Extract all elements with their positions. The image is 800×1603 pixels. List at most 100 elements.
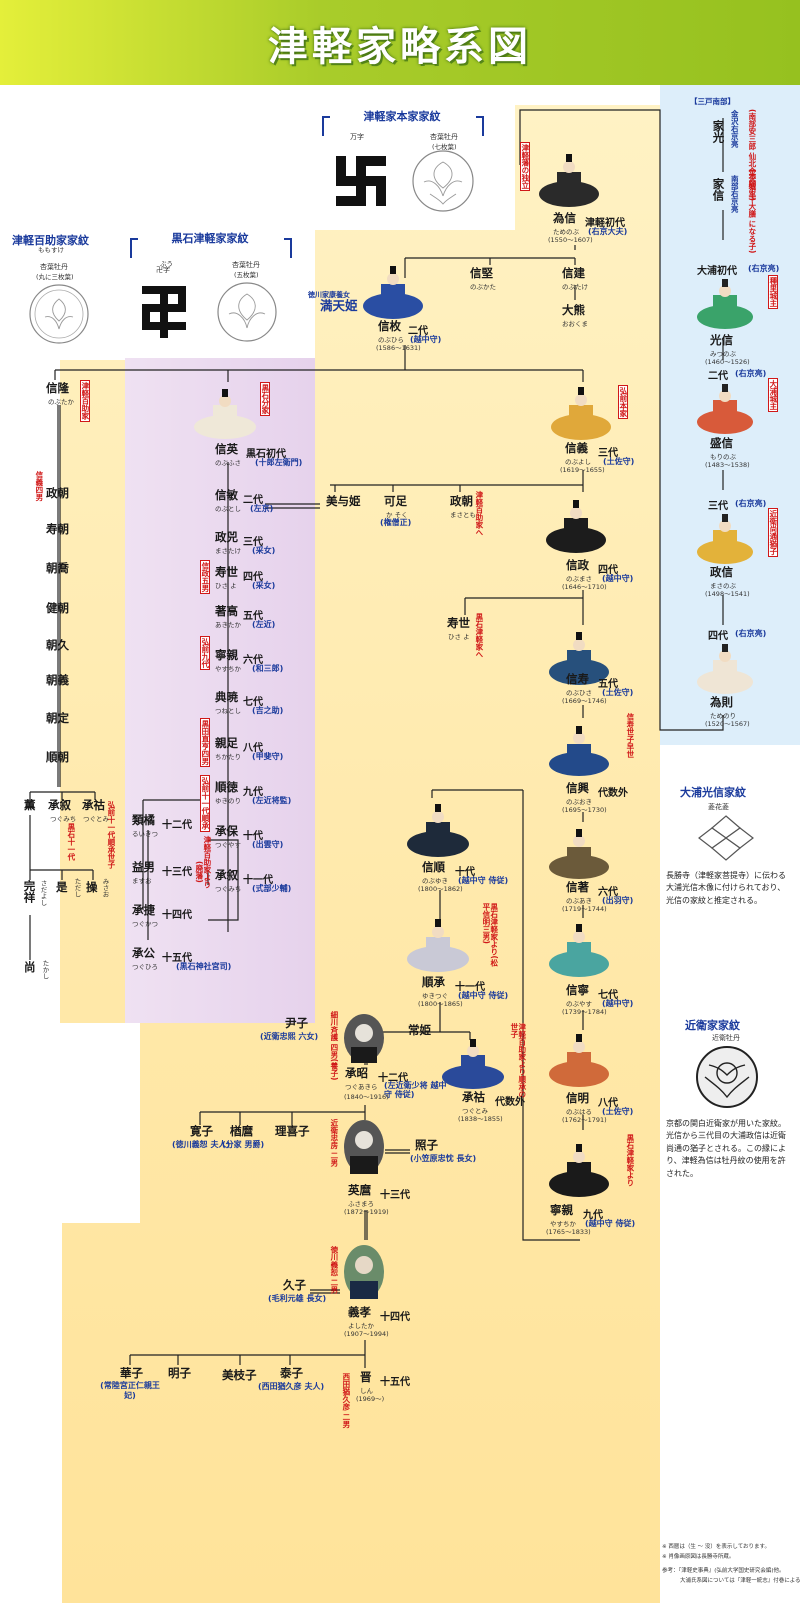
yasuchika-years: (1765～1833) bbox=[546, 1228, 591, 1236]
kuroishi-15-title: (黒石神社宮司) bbox=[176, 962, 232, 971]
hiroko-title: (徳川義恕 夫人) bbox=[172, 1140, 231, 1149]
kuroishi-9-reading: ゆきのり bbox=[215, 797, 241, 805]
hyakusuke-5-name: 健朝 bbox=[46, 601, 69, 615]
tsugutomi-gen: 代数外 bbox=[495, 1097, 525, 1108]
hyakusuke-11-note: 黒石十一代 bbox=[66, 823, 76, 861]
ienobu-title: 南部右京亮 bbox=[730, 175, 740, 213]
mantenhime-title: 徳川家康養女 bbox=[308, 291, 350, 299]
hyakusuke-reading: ももすけ bbox=[38, 246, 64, 254]
tsugutomi-name: 承祜 bbox=[462, 1090, 485, 1104]
oura-1-years: (1460～1526) bbox=[705, 358, 750, 366]
nobuhisa-reading: のぶひさ bbox=[566, 689, 592, 697]
bracket-right bbox=[476, 116, 484, 136]
hyakusuke-7-name: 朝義 bbox=[46, 673, 69, 687]
kuroishi-9-note: 弘前十一代順承 bbox=[200, 775, 210, 832]
kuroishi-11-gen: 十一代 bbox=[243, 875, 273, 886]
bu-label: 卍字 bbox=[156, 266, 170, 274]
nobuhisa-title: (土佐守) bbox=[602, 688, 634, 697]
nobuyuki-name: 信順 bbox=[422, 860, 445, 874]
kuroishi-7-gen: 七代 bbox=[243, 697, 263, 708]
kuroishi-12-reading: るいきつ bbox=[132, 830, 158, 838]
oura-3-name: 政信 bbox=[710, 565, 733, 579]
nobuhira-years: (1586～1631) bbox=[376, 344, 421, 352]
nobuyuki-title: (越中守 侍従) bbox=[458, 876, 509, 885]
kuroishi-8-name: 親足 bbox=[215, 736, 238, 750]
nobuharu-name: 信明 bbox=[566, 1091, 589, 1105]
honke-crest-heading: 津軽家本家家紋 bbox=[363, 110, 441, 123]
bracket-left-2 bbox=[130, 238, 138, 258]
oura-4-years: (1520～1567) bbox=[705, 720, 750, 728]
kuroishi-background bbox=[125, 358, 315, 1023]
yukitsugu-name: 順承 bbox=[422, 975, 445, 989]
kuroishi-5-gen: 五代 bbox=[243, 611, 263, 622]
kuroishi-4-gen: 四代 bbox=[243, 572, 263, 583]
hyakusuke-14-name: 是 bbox=[56, 880, 68, 894]
oura-4-title: (右京亮) bbox=[735, 629, 767, 638]
hyakusuke-3-name: 寿朝 bbox=[46, 522, 69, 536]
nobuyasu-years: (1739～1784) bbox=[562, 1008, 607, 1016]
nobuharu-years: (1762～1791) bbox=[562, 1116, 607, 1124]
kuroishi-11-title: (式部少輔) bbox=[252, 884, 292, 893]
nobuyoshi-portrait-icon bbox=[551, 387, 611, 440]
nobuyoshi-title: (土佐守) bbox=[603, 457, 635, 466]
teruko-title: (小笠原忠忱 長女) bbox=[410, 1154, 477, 1163]
oura-2-name: 盛信 bbox=[710, 436, 733, 450]
oura-4-name: 為則 bbox=[710, 695, 733, 709]
nobukata-name: 信堅 bbox=[470, 266, 493, 280]
note-2: ※ 肖像画原図は長勝寺所蔵。 bbox=[662, 1554, 735, 1560]
oura-1-note: 種里城主 bbox=[768, 275, 778, 309]
bu-reading: ぶう bbox=[160, 260, 173, 268]
oura-2-gen: 二代 bbox=[708, 371, 728, 382]
nobuoki-portrait-icon bbox=[549, 726, 609, 776]
hanako-name: 華子 bbox=[120, 1366, 143, 1380]
tsuguakira-note: 細川斉護 四男(養子) bbox=[329, 1011, 339, 1081]
oura-2-reading: もりのぶ bbox=[710, 453, 736, 461]
nobuaki-years: (1719～1744) bbox=[562, 905, 607, 913]
yasuchika-reading: やすちか bbox=[550, 1220, 576, 1228]
nobuyoshi-name: 信義 bbox=[565, 441, 588, 455]
kuroishi-7-name: 典暁 bbox=[215, 690, 238, 704]
title-banner bbox=[0, 0, 800, 85]
hyakusuke-12-reading: つぐとみ bbox=[83, 815, 109, 823]
note-1: ※ 西暦は（生 ～ 没）を表示しております。 bbox=[662, 1544, 770, 1550]
hyakusuke-2-note: 信義四男 bbox=[34, 471, 44, 501]
yukitsugu-title: (越中守 侍従) bbox=[458, 991, 509, 1000]
tamenobu-years: (1550～1607) bbox=[548, 236, 593, 244]
nobuhira-gen: 二代 bbox=[408, 326, 428, 337]
kuroishi-7-title: (吉之助) bbox=[252, 706, 284, 715]
rikiko-name: 理喜子 bbox=[275, 1124, 310, 1138]
yoshitaka-note: 徳川義恕 二男 bbox=[329, 1246, 339, 1294]
kuroishi-1-name: 信英 bbox=[215, 442, 238, 456]
nobuyuki-gen: 十代 bbox=[455, 867, 475, 878]
nobuyoshi-reading: のぶよし bbox=[565, 458, 591, 466]
kuroishi-10-gen: 十代 bbox=[243, 831, 263, 842]
hyakusuke-botan-sub: (丸に三枚葉) bbox=[36, 273, 74, 281]
nobutake-name: 信建 bbox=[562, 266, 585, 280]
nobuhisa-name: 信寿 bbox=[566, 672, 589, 686]
nobutake-reading: のぶたけ bbox=[562, 283, 588, 291]
yasuchika-name: 寧親 bbox=[550, 1203, 573, 1217]
kaso-reading: か そく bbox=[386, 511, 408, 519]
hishi-hanabishi-crest-icon bbox=[698, 815, 754, 861]
tsugutomi-reading: つぐとみ bbox=[462, 1107, 488, 1115]
tamenobu-title: (右京大夫) bbox=[588, 227, 628, 236]
nobuhira-title: (越中守) bbox=[410, 335, 442, 344]
hyakusuke-12-name: 承祜 bbox=[82, 798, 105, 812]
kuroishi-1-title: (十郎左衛門) bbox=[255, 458, 303, 467]
yukitsugu-reading: ゆきつぐ bbox=[422, 992, 448, 1000]
shin-name: 晋 bbox=[360, 1370, 372, 1384]
kuroishi-10-reading: つぐやす bbox=[215, 841, 241, 849]
konoe-crest-heading: 近衛家家紋 bbox=[685, 1019, 740, 1032]
maru-botan-crest-icon bbox=[29, 284, 89, 344]
konoe-crest-description: 京都の関白近衛家が用いた家紋。光信から三代目の大浦政信は近衛尚通の猶子とされる。… bbox=[666, 1119, 786, 1178]
kuroishi-9-title: (左近将監) bbox=[252, 796, 292, 805]
daiyu-reading: おおくま bbox=[562, 320, 588, 328]
nobuharu-gen: 八代 bbox=[598, 1098, 618, 1109]
nobuyoshi-note: 弘前本家 bbox=[618, 385, 628, 419]
kuroishi-1-reading: のぶふさ bbox=[215, 459, 241, 467]
hyakusuke-16-reading: たかし bbox=[41, 960, 49, 980]
oura-3-note: 近衛尚通猶子 bbox=[768, 508, 778, 557]
kuroishi-5-title: (左近) bbox=[252, 620, 276, 629]
kuroishi-3-gen: 三代 bbox=[243, 537, 263, 548]
nobuyoshi-years: (1619～1655) bbox=[560, 466, 605, 474]
